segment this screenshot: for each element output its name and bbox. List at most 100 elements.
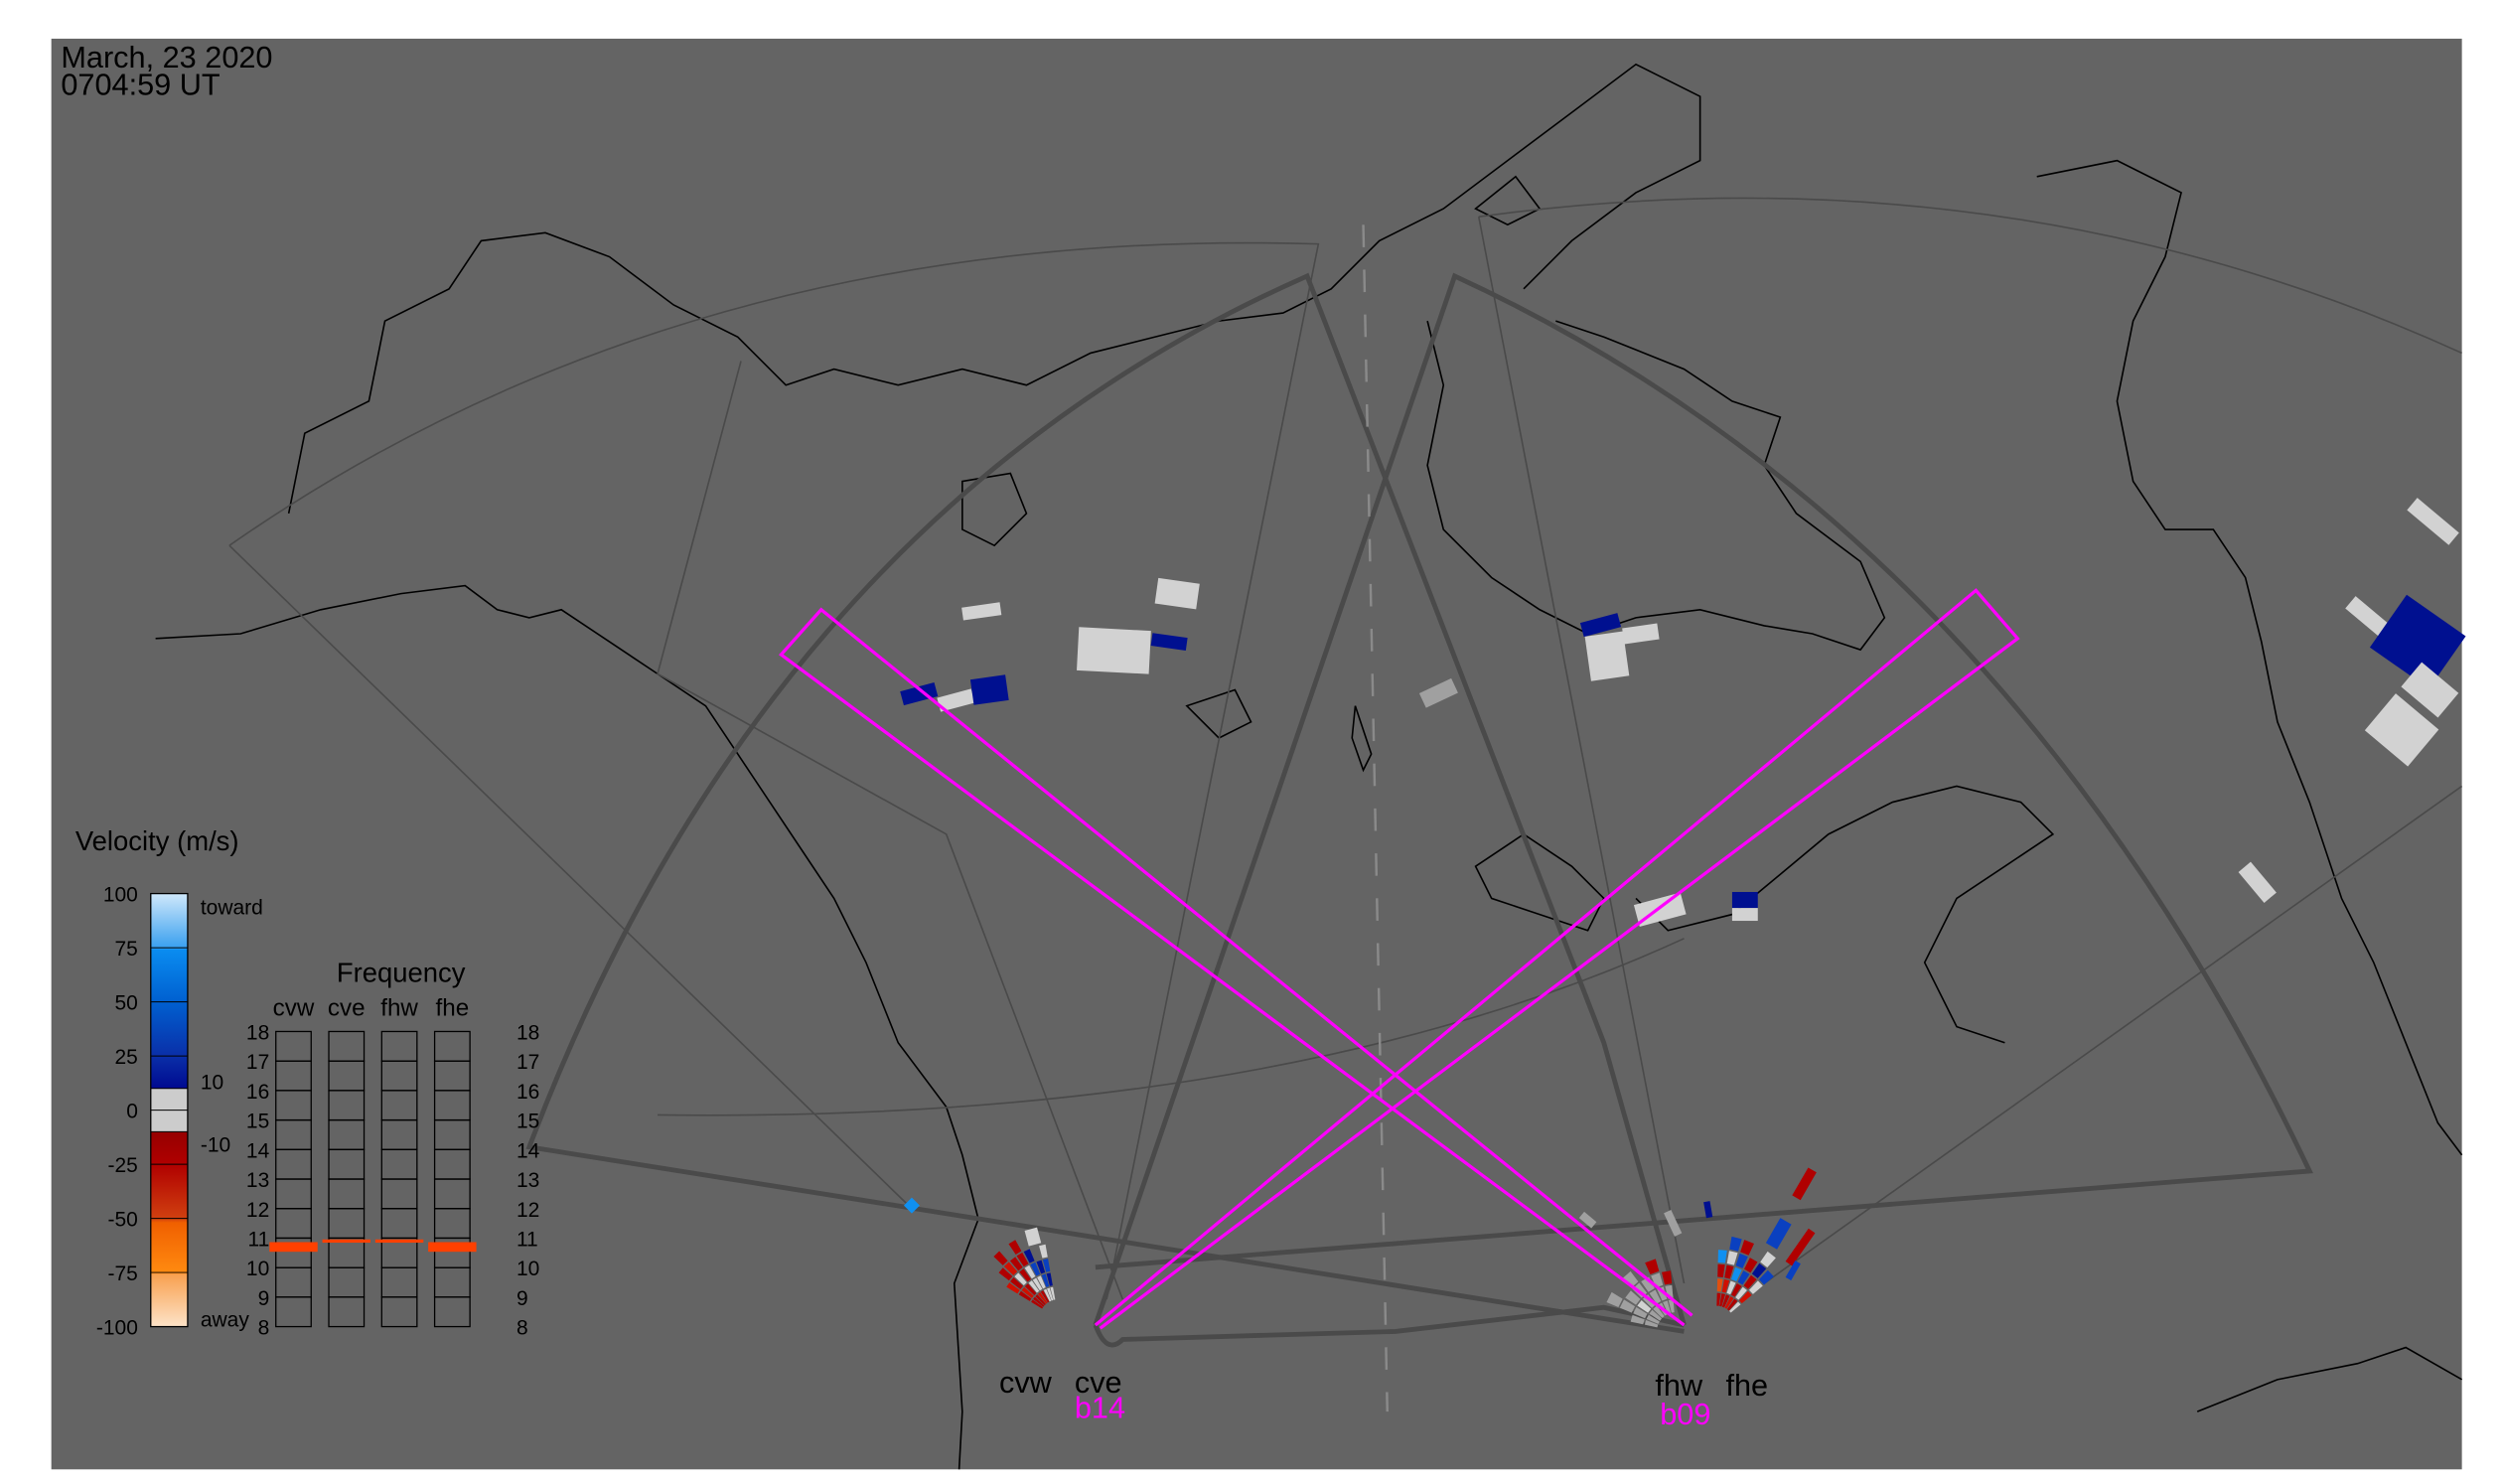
backscatter-cell: [1418, 677, 1458, 708]
fov-outline-thin: [228, 197, 2463, 1300]
backscatter-cell: [1729, 1236, 1742, 1252]
backscatter-cell: [1649, 1309, 1663, 1321]
beam-fhw-b09: [778, 607, 1693, 1327]
frequency-tick-right: 8: [516, 1317, 528, 1340]
backscatter-cell: [1665, 1284, 1674, 1299]
backscatter-cell: [1644, 1319, 1659, 1328]
backscatter-cell: [1625, 1290, 1641, 1305]
frequency-marker-cve: [322, 1239, 371, 1244]
backscatter-cell: [1731, 908, 1758, 922]
backscatter-cell: [1046, 1272, 1053, 1286]
radar-label-cvw: cvw: [999, 1365, 1053, 1400]
backscatter-cell: [1016, 1252, 1029, 1267]
beam-cve-b14: [1094, 588, 2020, 1330]
backscatter-cell: [1751, 1262, 1767, 1278]
backscatter-cell: [1024, 1283, 1037, 1296]
frequency-tick-left: 15: [246, 1111, 269, 1133]
frequency-tick-right: 15: [516, 1111, 539, 1133]
backscatter-cell: [1726, 1251, 1738, 1265]
backscatter-cell: [1018, 1290, 1032, 1301]
backscatter-cell: [1731, 1266, 1742, 1282]
backscatter-cell: [1726, 1280, 1736, 1295]
backscatter-cell: [1578, 1211, 1597, 1229]
backscatter-cell: [1744, 1258, 1758, 1273]
backscatter-cell: [1785, 1228, 1816, 1266]
backscatter-cell: [1154, 577, 1200, 610]
frequency-tick-left: 8: [258, 1317, 270, 1340]
frequency-cell: [433, 1030, 471, 1062]
date-label: March, 23 2020: [61, 40, 272, 74]
radar-label-fhe: fhe: [1725, 1368, 1768, 1403]
backscatter-cell: [1641, 1276, 1655, 1292]
frequency-tick-left: 11: [247, 1229, 269, 1252]
backscatter-cell: [1028, 1280, 1040, 1293]
map-background: [51, 38, 2462, 1470]
beam-label-cve: b14: [1075, 1391, 1125, 1425]
backscatter-cell: [1579, 613, 1622, 638]
velocity-tick-label: 75: [115, 938, 138, 961]
time-label: 0704:59 UT: [61, 67, 221, 101]
backscatter-cell: [1633, 1307, 1648, 1319]
backscatter-cell: [1150, 633, 1188, 651]
backscatter-cell: [1040, 1290, 1050, 1303]
backscatter-cell: [1009, 1257, 1023, 1271]
backscatter-cell: [1663, 1300, 1672, 1314]
frequency-radar-cve: cve: [328, 994, 366, 1021]
away-label: away: [201, 1309, 249, 1332]
backscatter-cell: [1724, 1264, 1734, 1279]
backscatter-cell: [1651, 1272, 1664, 1288]
backscatter-cell: [1664, 1210, 1683, 1237]
backscatter-cell: [1041, 1273, 1050, 1287]
backscatter-cell: [1735, 1253, 1748, 1268]
backscatter-cell: [1735, 1286, 1747, 1300]
backscatter-cell: [1036, 1260, 1046, 1274]
backscatter-cell: [1719, 1293, 1726, 1307]
backscatter-cell: [969, 674, 1009, 705]
backscatter-cell: [1077, 627, 1151, 674]
backscatter-cell: [1731, 891, 1758, 909]
backscatter-cell: [1730, 1283, 1742, 1297]
frequency-tick-right: 18: [516, 1022, 539, 1045]
backscatter-cell: [1646, 1314, 1660, 1324]
velocity-tick-label: 50: [115, 992, 138, 1015]
frequency-marker-fhe: [428, 1242, 477, 1253]
backscatter-cell: [1729, 1301, 1741, 1313]
backscatter-cell: [1619, 1299, 1636, 1313]
backscatter-cell: [937, 688, 975, 712]
backscatter-cell: [2238, 861, 2277, 903]
frequency-tick-right: 13: [516, 1169, 539, 1192]
frequency-tick-right: 9: [516, 1287, 528, 1310]
frequency-tick-right: 16: [516, 1081, 539, 1104]
backscatter-cell: [1050, 1286, 1056, 1300]
backscatter-cell: [1668, 1299, 1675, 1313]
backscatter-cell: [1743, 1274, 1757, 1289]
backscatter-cell: [2407, 498, 2459, 545]
backscatter-cell: [1033, 1296, 1045, 1307]
threshold-high-label: 10: [201, 1072, 223, 1095]
backscatter-cell: [903, 1197, 920, 1214]
frequency-cell: [328, 1030, 366, 1062]
radar-label-fhw: fhw: [1655, 1368, 1703, 1403]
backscatter-cell: [1031, 1299, 1044, 1309]
backscatter-cell: [1737, 1270, 1750, 1285]
frequency-radar-cvw: cvw: [273, 994, 315, 1021]
backscatter-cell: [1717, 1250, 1727, 1263]
backscatter-cell: [1032, 1277, 1043, 1291]
backscatter-cell: [1622, 1270, 1639, 1288]
frequency-tick-right: 14: [516, 1139, 540, 1162]
backscatter-cell: [2364, 693, 2439, 767]
velocity-tick-label: -50: [108, 1209, 138, 1232]
frequency-marker-cvw: [269, 1242, 318, 1253]
backscatter-cell: [993, 1251, 1008, 1265]
backscatter-cell: [1042, 1259, 1051, 1272]
backscatter-cell: [1716, 1278, 1723, 1292]
backscatter-cell: [1765, 1218, 1792, 1250]
backscatter-cell: [1717, 1263, 1725, 1278]
frequency-tick-right: 10: [516, 1258, 539, 1280]
backscatter-cell: [2345, 596, 2393, 640]
fov-outline-thick: [525, 272, 2313, 1348]
backscatter-cell: [900, 681, 939, 706]
